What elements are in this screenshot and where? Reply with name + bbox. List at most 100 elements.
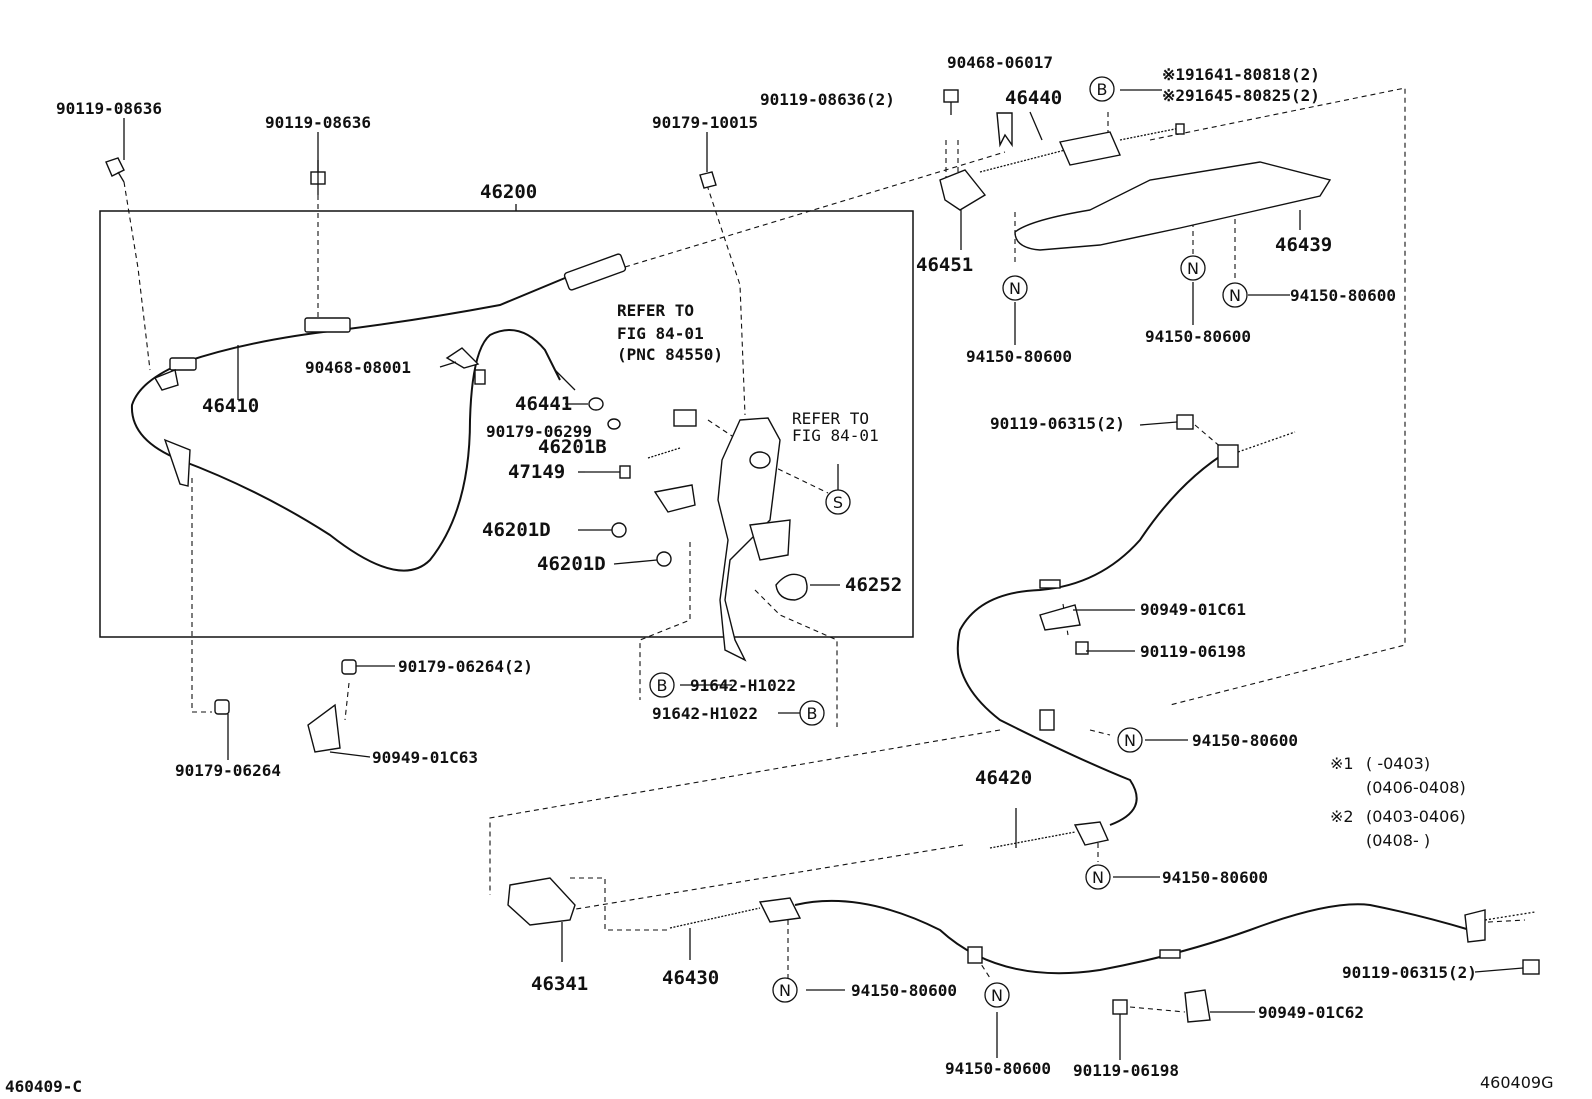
note-1-mark: ※1 [1330, 754, 1354, 773]
label-bolt-06315-a: 90119-06315(2) [990, 414, 1125, 433]
label-47149: 47149 [508, 461, 565, 483]
note-2-range-b: (0408- ) [1366, 831, 1430, 850]
label-n-80600-2: 94150-80600 [1145, 327, 1251, 346]
spring-46201b-icon [647, 447, 681, 459]
note-2-range-a: (0403-0406) [1366, 807, 1466, 826]
label-46201d-1: 46201D [482, 519, 551, 541]
label-clamp-c63: 90949-01C63 [372, 748, 478, 767]
bolt-06198-a-icon [1075, 641, 1089, 655]
svg-text:N: N [1187, 259, 1199, 278]
note-1-range-a: ( -0403) [1366, 754, 1430, 773]
symbol-n-4: N [1117, 727, 1143, 753]
assembly-46200-box [99, 210, 914, 638]
label-refer-left-2: FIG 84-01 [617, 324, 704, 343]
leader-lines [123, 89, 1524, 1060]
label-nut-top: 90179-10015 [652, 113, 758, 132]
label-46439: 46439 [1275, 234, 1332, 256]
label-n-80600-4: 94150-80600 [1192, 731, 1298, 750]
clamp-c62-icon [1184, 989, 1211, 1023]
label-46341: 46341 [531, 973, 588, 995]
label-b-91642-b: 91642-H1022 [652, 704, 758, 723]
note-2-mark: ※2 [1330, 807, 1354, 826]
svg-text:N: N [991, 986, 1003, 1005]
bolt-2-icon [943, 89, 959, 115]
part-46441-icon [588, 397, 604, 411]
symbol-n-5: N [1085, 864, 1111, 890]
clamp-c61-icon [1039, 604, 1081, 631]
label-n-80600-1: 94150-80600 [966, 347, 1072, 366]
label-b-91642-a: 91642-H1022 [690, 676, 796, 695]
label-b-note2: ※291645-80825(2) [1162, 86, 1320, 105]
label-n-80600-6: 94150-80600 [851, 981, 957, 1000]
equalizer-46440 [979, 123, 1185, 173]
grip-46252-icon [775, 573, 808, 601]
svg-text:B: B [807, 704, 818, 723]
label-46420: 46420 [975, 767, 1032, 789]
cable-46410 [130, 253, 627, 572]
svg-text:N: N [1229, 286, 1241, 305]
label-refer-right-1: REFER TO [792, 409, 869, 428]
label-bolt-2: 90119-08636(2) [760, 90, 895, 109]
label-clip-mid: 90468-08001 [305, 358, 411, 377]
symbol-n-3: N [1222, 282, 1248, 308]
bolt-06198-b-icon [1112, 999, 1128, 1015]
symbol-s: S [825, 489, 851, 515]
label-refer-right-2: FIG 84-01 [792, 426, 879, 445]
svg-text:B: B [1097, 80, 1108, 99]
label-46451: 46451 [916, 254, 973, 276]
nut-06264-2-icon [341, 659, 357, 675]
label-bolt-top: 90119-08636 [265, 113, 371, 132]
part-46201d-1-icon [611, 522, 627, 538]
label-n-80600-7: 94150-80600 [945, 1059, 1051, 1078]
label-bolt-left: 90119-08636 [56, 99, 162, 118]
label-46441: 46441 [515, 393, 572, 415]
label-46200: 46200 [480, 181, 537, 203]
label-refer-left-3: (PNC 84550) [617, 345, 723, 364]
svg-text:N: N [1124, 731, 1136, 750]
label-refer-left-1: REFER TO [617, 301, 694, 320]
label-nut-06264-2: 90179-06264(2) [398, 657, 533, 676]
bracket-46341-icon [507, 877, 576, 926]
label-nut-06299: 90179-06299 [486, 422, 592, 441]
bolt-06315-b-icon [1522, 959, 1540, 975]
symbol-n-6: N [772, 977, 798, 1003]
cable-46420 [956, 431, 1296, 849]
footer-right-code: 460409G [1480, 1073, 1553, 1092]
symbol-b-3: B [799, 700, 825, 726]
bracket-46451-icon [939, 169, 987, 211]
nut-top-icon [699, 171, 717, 189]
svg-text:N: N [1092, 868, 1104, 887]
svg-text:B: B [657, 676, 668, 695]
label-46252: 46252 [845, 574, 902, 596]
part-90179-06299-icon [607, 418, 621, 430]
label-bolt-06315-b: 90119-06315(2) [1342, 963, 1477, 982]
part-labels: 90119-08636 90119-08636 46200 90179-1001… [56, 53, 1477, 1080]
part-46201d-2-icon [656, 551, 672, 567]
label-nut-06264: 90179-06264 [175, 761, 281, 780]
label-46201d-2: 46201D [537, 553, 606, 575]
label-bolt-06198-a: 90119-06198 [1140, 642, 1246, 661]
symbol-b-2: B [649, 672, 675, 698]
label-clamp-c62: 90949-01C62 [1258, 1003, 1364, 1022]
label-bolt-06198-b: 90119-06198 [1073, 1061, 1179, 1080]
label-46430: 46430 [662, 967, 719, 989]
brake-lever-assembly [653, 409, 791, 662]
symbol-n-1: N [1002, 275, 1028, 301]
clamp-c63-icon [307, 703, 341, 753]
dashed-leader-lines [123, 87, 1526, 1013]
label-n-80600-3: 94150-80600 [1290, 286, 1396, 305]
label-clip-top: 90468-06017 [947, 53, 1053, 72]
svg-text:N: N [1009, 279, 1021, 298]
bolt-06315-a-icon [1176, 414, 1194, 430]
date-notes: ※1 ( -0403) (0406-0408) ※2 (0403-0406) (… [1330, 754, 1466, 850]
label-clamp-c61: 90949-01C61 [1140, 600, 1246, 619]
footer-left-code: 460409-C [5, 1077, 82, 1096]
cover-46439-icon [1014, 161, 1332, 251]
clip-90468-08001-icon [445, 347, 480, 369]
note-1-range-b: (0406-0408) [1366, 778, 1466, 797]
svg-text:S: S [833, 493, 843, 512]
symbol-b-1: B [1089, 76, 1115, 102]
symbol-n-7: N [984, 982, 1010, 1008]
label-n-80600-5: 94150-80600 [1162, 868, 1268, 887]
